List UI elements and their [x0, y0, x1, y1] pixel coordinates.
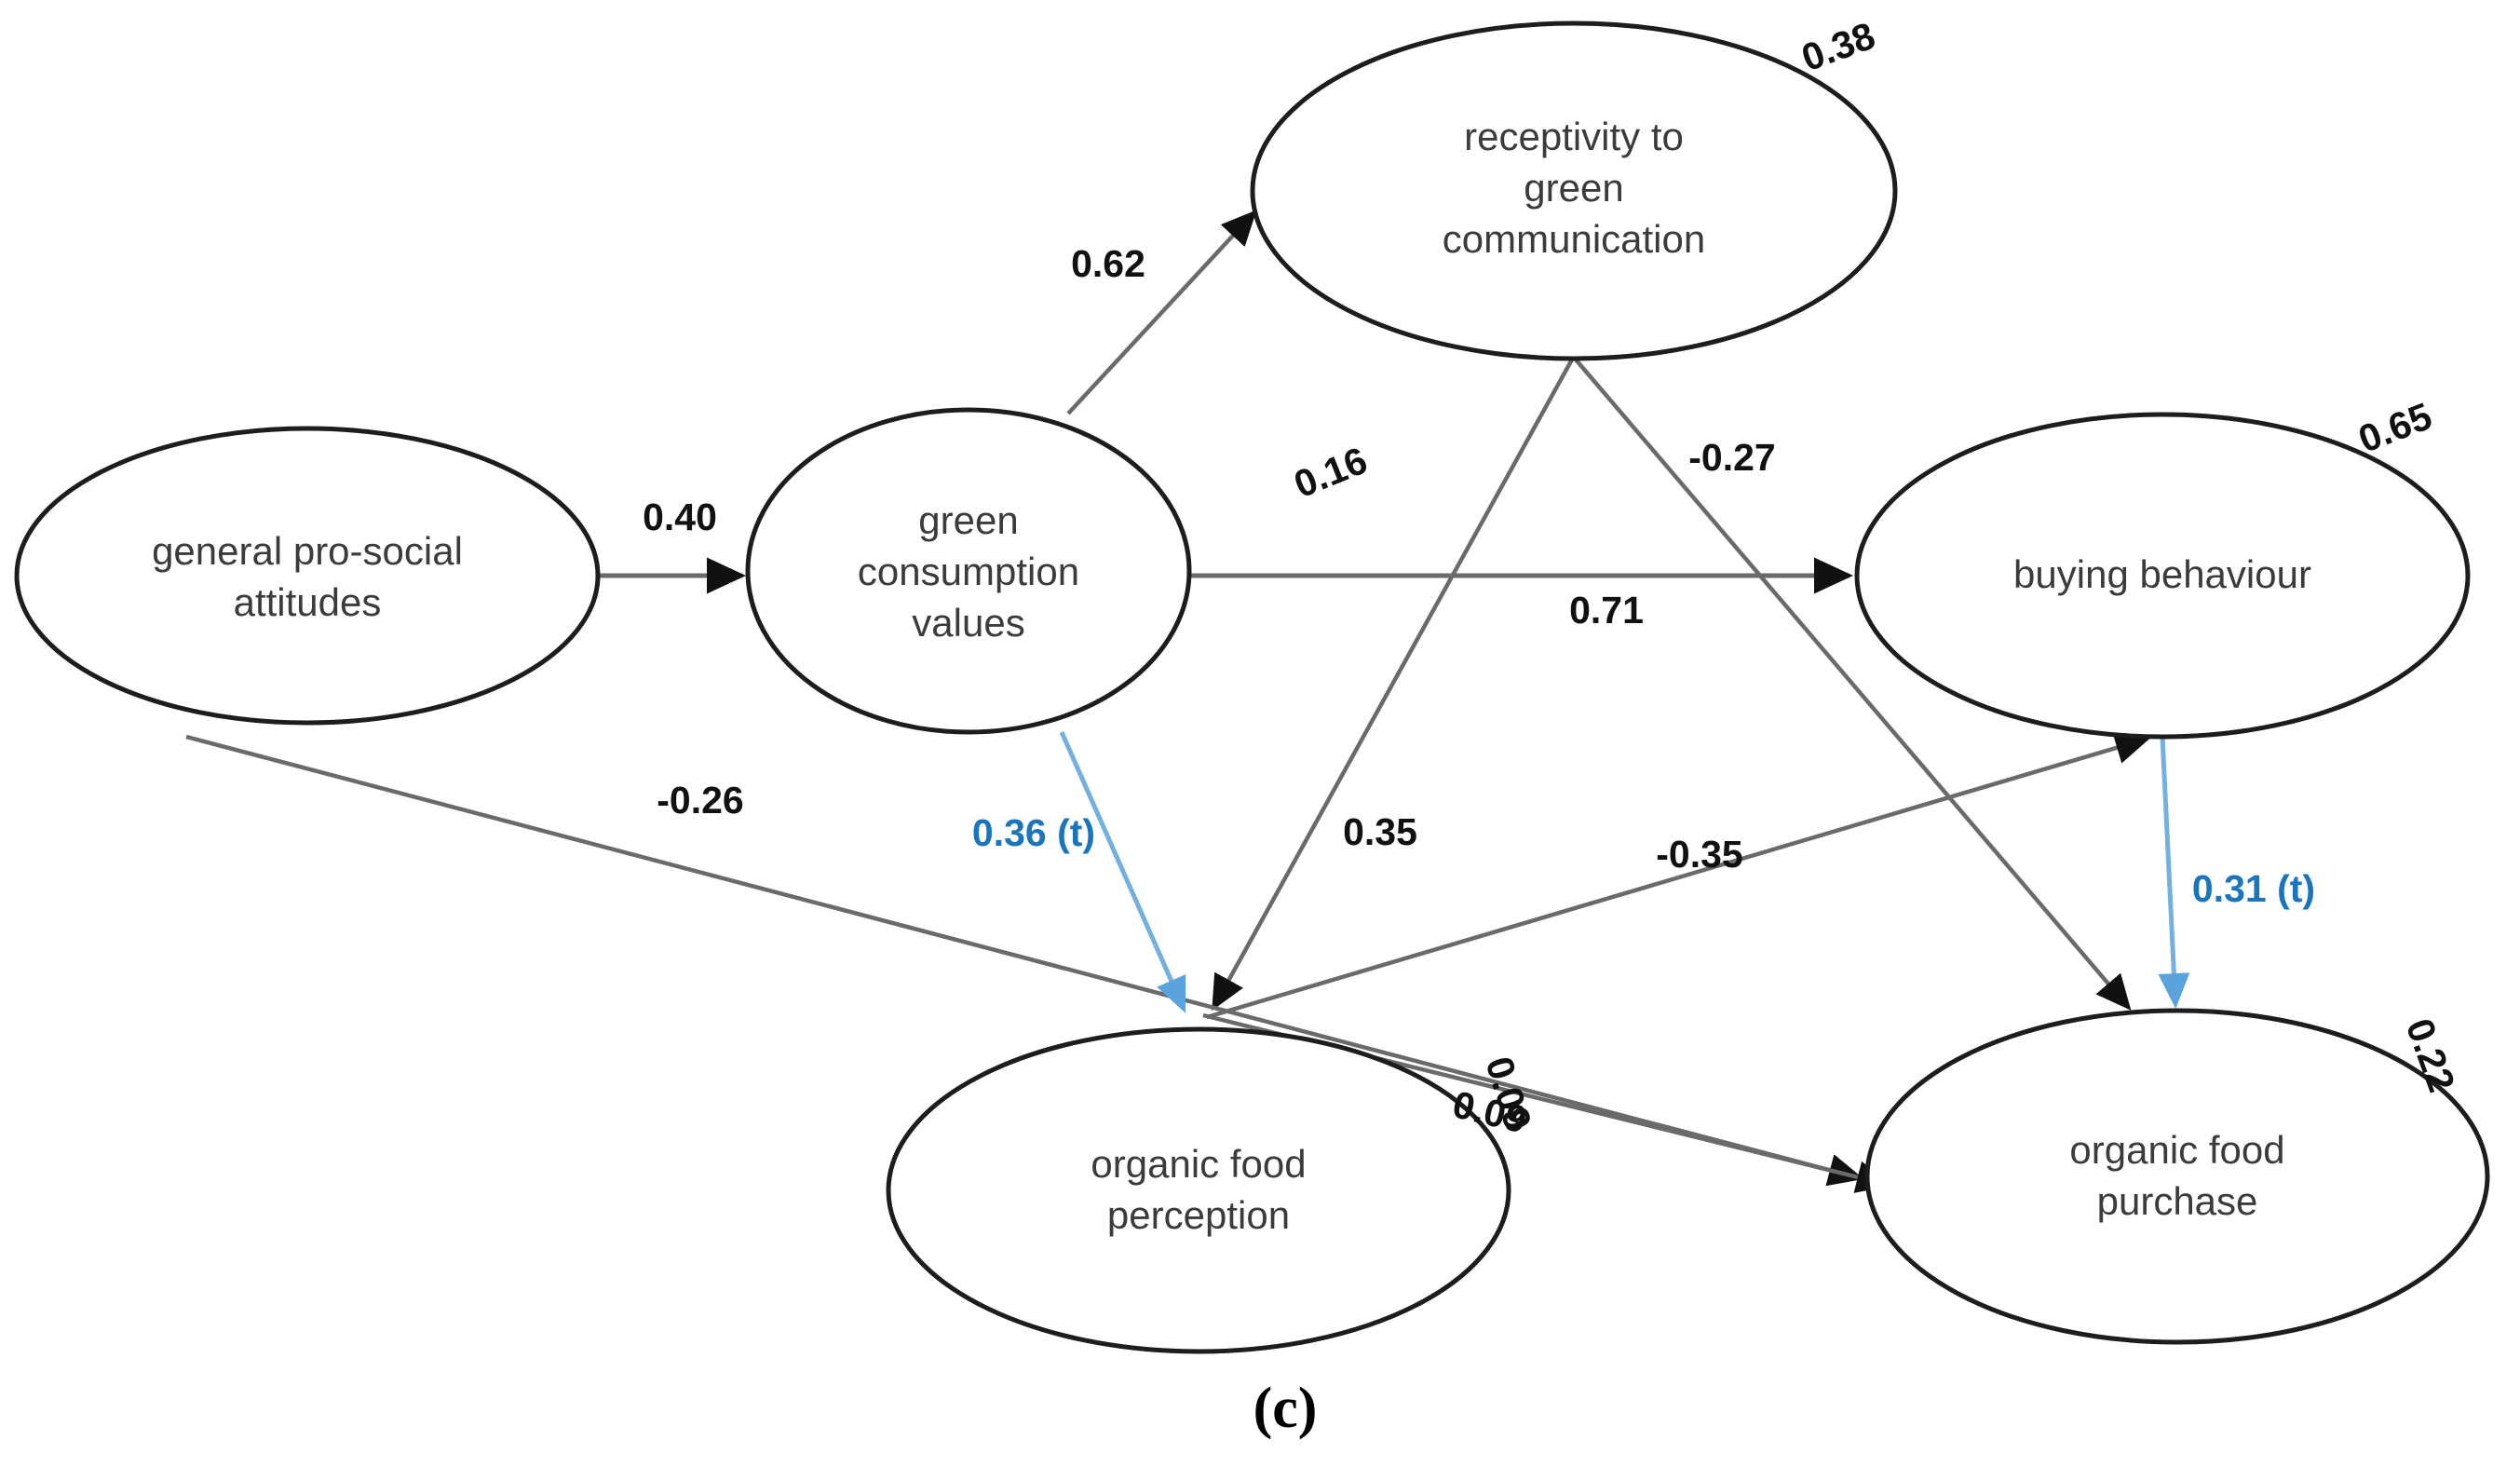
node-organic-food-perception[interactable]: organic food perception	[886, 1026, 1511, 1354]
node-green-consumption-values[interactable]: green consumption values	[745, 407, 1192, 735]
edge-rgc-to-ofpurchase	[1574, 358, 2132, 1011]
node-ellipse	[14, 426, 601, 726]
node-label-line2: perception	[1107, 1193, 1290, 1237]
edge-ofperception-to-bb	[1206, 731, 2151, 1020]
edge-rgc-to-ofperception	[1212, 358, 1574, 1012]
node-label-line3: values	[912, 601, 1024, 645]
node-ellipse	[745, 407, 1192, 735]
node-ellipse	[1854, 412, 2471, 740]
node-ellipse	[886, 1026, 1511, 1354]
edge-gpsa-to-ofpurchase	[185, 734, 1864, 1187]
node-label-line1: general pro-social	[152, 529, 463, 573]
node-label-line1: receptivity to	[1464, 115, 1684, 158]
r2-label-receptivity: 0.38	[1796, 14, 1881, 80]
r2-label-green-consumption-values: 0.16	[1288, 439, 1373, 507]
node-receptivity-to-green-communication[interactable]: receptivity to green communication	[1250, 20, 1898, 361]
edge-label-0-71: 0.71	[1569, 589, 1644, 632]
node-ellipse	[1250, 20, 1898, 361]
edge-label-0-62: 0.62	[1071, 242, 1145, 285]
node-label-line1: organic food	[2069, 1128, 2284, 1172]
panel-caption: (c)	[1253, 1377, 1318, 1440]
node-organic-food-purchase[interactable]: organic food purchase	[1864, 1008, 2490, 1345]
edge-bb-to-ofpurchase-blue	[2158, 736, 2190, 1009]
node-label-line1: green	[918, 498, 1018, 542]
edge-label-0-35: 0.35	[1343, 810, 1417, 853]
node-label-line3: communication	[1443, 217, 1705, 261]
node-label-line1: organic food	[1091, 1142, 1306, 1186]
edge-label-0-40: 0.40	[643, 496, 717, 538]
edge-label-minus-0-27: -0.27	[1688, 436, 1775, 479]
node-label-line2: green	[1524, 166, 1623, 210]
edge-label-0-31-t: 0.31 (t)	[2192, 867, 2315, 910]
edge-label-minus-0-26: -0.26	[657, 779, 743, 822]
node-label-line2: consumption	[858, 550, 1079, 593]
edge-label-0-36-t: 0.36 (t)	[972, 811, 1095, 854]
edge-gcv-to-ofperception-blue	[1059, 730, 1186, 1013]
node-buying-behaviour[interactable]: buying behaviour	[1854, 412, 2471, 740]
node-ellipse	[1864, 1008, 2490, 1345]
edge-gcv-to-rgc	[1066, 210, 1257, 415]
node-general-pro-social-attitudes[interactable]: general pro-social attitudes	[14, 426, 601, 726]
edges-layer	[185, 210, 2190, 1193]
node-label-line2: attitudes	[234, 580, 382, 624]
edge-label-minus-0-35: -0.35	[1656, 833, 1742, 876]
r2-label-buying-behaviour: 0.65	[2352, 394, 2437, 461]
node-label-line2: purchase	[2097, 1179, 2258, 1223]
edge-labels-layer: 0.40 0.62 0.71 -0.27 0.35 -0.26 0.36 (t)…	[643, 242, 2315, 1142]
node-label-line1: buying behaviour	[2013, 552, 2311, 596]
nodes-layer: general pro-social attitudes green consu…	[14, 20, 2490, 1354]
